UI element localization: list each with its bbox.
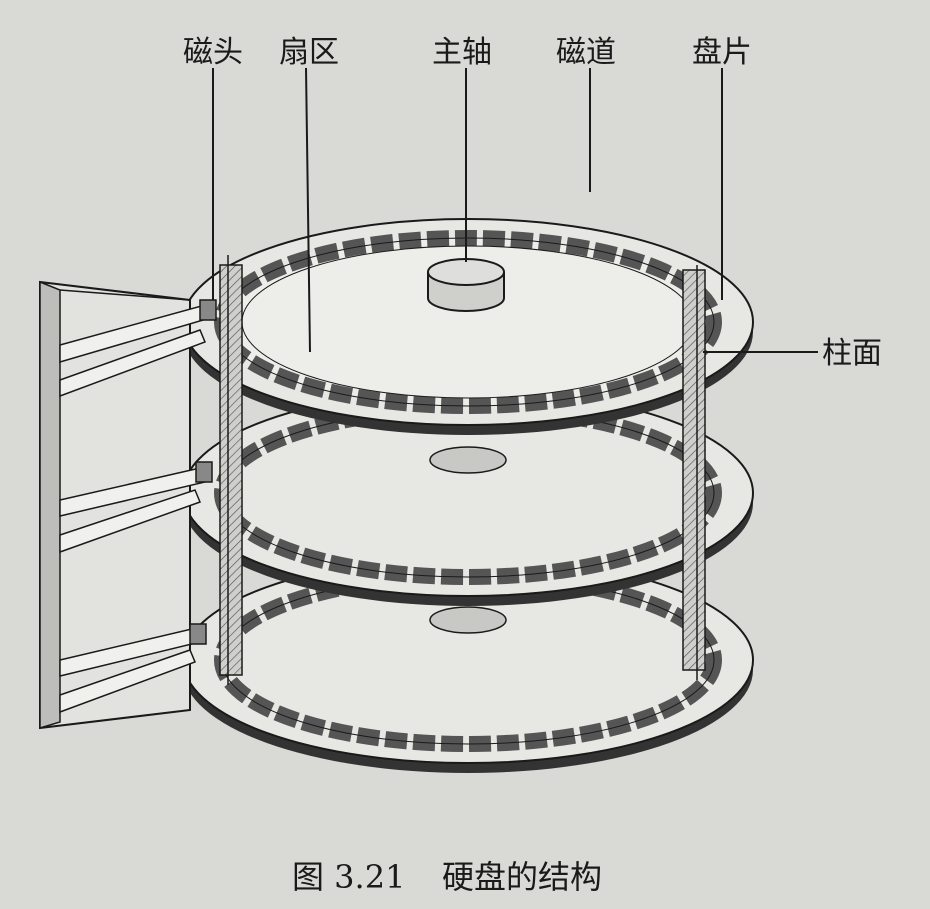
spindle [427,258,505,312]
caption-number: 图 3.21 [292,858,405,896]
label-track: 磁道 [556,35,616,70]
head-arm-middle [59,461,213,554]
label-cylinder: 柱面 [822,336,882,371]
read-head-top [199,299,217,321]
caption-title: 硬盘的结构 [442,858,602,896]
leader-sector [305,67,311,353]
head-arm-top [59,299,217,398]
head-arm-bottom [59,623,207,714]
spindle-hub-middle [429,446,507,474]
label-sector: 扇区 [279,35,339,70]
platter-middle [182,389,754,606]
actuator [39,280,217,730]
platter-top [182,218,754,435]
label-head: 磁头 [183,35,243,70]
cylinder-walls [219,255,706,685]
leader-lines [212,67,818,353]
label-platter: 盘片 [692,35,752,70]
spindle-hub-bottom [429,606,507,634]
label-spindle: 主轴 [432,35,492,70]
read-head-bottom [189,623,207,645]
read-head-middle [195,461,213,483]
